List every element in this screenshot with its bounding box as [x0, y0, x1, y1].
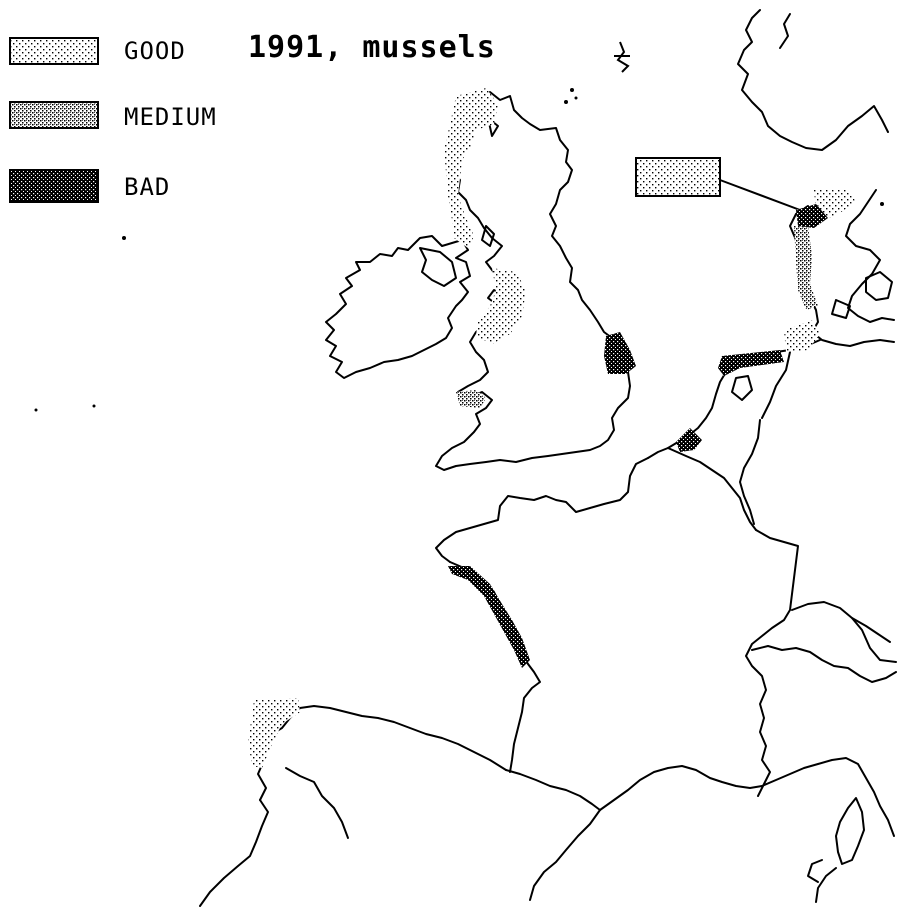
callout-leader — [719, 179, 801, 211]
segment-bad-biscay — [448, 566, 530, 668]
segment-good-north-germany — [784, 320, 820, 352]
alps-border — [751, 645, 897, 683]
denmark-east-coast — [845, 189, 895, 323]
northern-ireland-border — [419, 247, 457, 287]
sardinia-fragment — [807, 859, 823, 883]
callout — [635, 157, 801, 211]
norway-coast-upper — [779, 13, 791, 49]
great-britain-coast — [435, 91, 631, 471]
spain-inland-border — [199, 799, 269, 907]
legend — [9, 37, 99, 203]
switzerland-border — [791, 601, 891, 643]
segment-good-irish-sea — [476, 268, 526, 344]
segment-bad-scheldt — [676, 428, 702, 452]
segment-bad-dutch-coast — [718, 350, 784, 376]
legend-label-good: GOOD — [124, 37, 186, 65]
scotland-inlet — [481, 225, 495, 247]
legend-swatch-bad — [9, 169, 99, 203]
map-marks — [34, 88, 884, 412]
italy-coast — [815, 867, 837, 903]
segment-bad-humber — [604, 332, 636, 374]
france-north-border — [435, 457, 649, 563]
ijsselmeer — [731, 375, 753, 401]
segment-bad-kattegat — [796, 204, 828, 228]
jutland-coast — [789, 205, 895, 347]
ireland-coast — [325, 235, 471, 379]
segment-good-west-scotland — [444, 88, 498, 248]
map-title: 1991, mussels — [248, 30, 496, 65]
legend-label-medium: MEDIUM — [124, 103, 217, 131]
legend-swatch-medium — [9, 101, 99, 129]
austria-border — [851, 617, 897, 663]
belgium-germany-border — [739, 419, 761, 525]
segment-good-galicia — [248, 698, 300, 768]
coastal-segments — [248, 88, 856, 768]
segment-medium-jutland — [794, 226, 818, 310]
legend-swatch-good — [9, 37, 99, 65]
callout-box — [635, 157, 721, 197]
danish-island-small — [831, 299, 851, 319]
benelux-border — [667, 447, 757, 531]
spain-inland-border — [285, 767, 349, 839]
danish-island — [865, 271, 893, 301]
corsica — [835, 797, 865, 865]
spain-north-coast — [253, 705, 507, 801]
legend-label-bad: BAD — [124, 173, 171, 201]
norway-coast — [737, 9, 889, 151]
compass-icon — [614, 41, 630, 73]
segment-medium-wales — [456, 390, 486, 408]
mediterranean-coast — [599, 757, 895, 837]
france-east-border — [745, 529, 799, 797]
germany-netherlands-border — [761, 351, 791, 419]
segment-good-denmark — [814, 190, 856, 218]
pyrenees-border — [505, 769, 601, 811]
spain-east-coast — [529, 809, 601, 901]
